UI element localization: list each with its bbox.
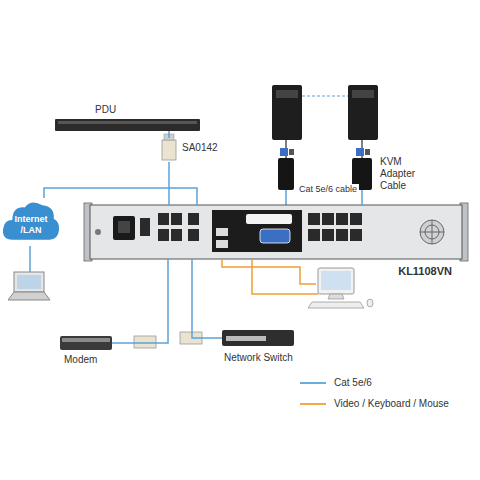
cable-label: Cat 5e/6 cable bbox=[297, 184, 359, 195]
device-label: Modem bbox=[64, 354, 97, 366]
kvm-switch: KL1108VN bbox=[90, 205, 462, 259]
cat-cable bbox=[361, 190, 363, 205]
kvm-chassis bbox=[90, 205, 462, 259]
pdu: PDU bbox=[55, 119, 200, 131]
usb-plug bbox=[365, 149, 370, 155]
mouse bbox=[367, 299, 373, 307]
rj45-port bbox=[350, 229, 362, 241]
cat-cable bbox=[192, 259, 222, 338]
rj45-port bbox=[158, 213, 169, 225]
console-wire bbox=[222, 259, 318, 294]
pdu-highlight bbox=[58, 121, 197, 124]
adapter-sa0142: SA0142 bbox=[162, 138, 176, 162]
laptop-base bbox=[8, 292, 50, 300]
rj45-ports bbox=[158, 213, 362, 241]
rj45-port bbox=[336, 213, 348, 225]
rj45-port bbox=[171, 229, 182, 241]
cat-cable bbox=[168, 131, 170, 138]
fan bbox=[420, 220, 444, 244]
monitor-stand bbox=[328, 294, 344, 299]
adapter-body bbox=[134, 336, 156, 348]
pdu-body bbox=[55, 119, 200, 131]
modem: Modem bbox=[60, 336, 112, 350]
laptop-display bbox=[17, 275, 41, 289]
monitor-screen bbox=[321, 271, 351, 290]
network-switch: Network Switch bbox=[222, 330, 294, 346]
usb-port bbox=[216, 228, 228, 236]
lan-wire bbox=[29, 246, 31, 272]
rj45-port bbox=[336, 229, 348, 241]
fan-grille bbox=[420, 220, 444, 244]
switch-front bbox=[226, 336, 266, 341]
rj45-port bbox=[322, 229, 334, 241]
computer-tower bbox=[272, 85, 302, 140]
device-label: SA0142 bbox=[182, 142, 218, 154]
modem-body bbox=[60, 336, 112, 350]
device-label: PDU bbox=[95, 104, 116, 116]
computer-tower bbox=[348, 85, 378, 140]
vga-plug bbox=[356, 148, 364, 156]
dvi-port bbox=[246, 214, 292, 224]
monitor bbox=[318, 268, 354, 294]
rj45-port bbox=[188, 213, 199, 225]
console-module bbox=[212, 210, 302, 252]
kvm-dongle bbox=[278, 158, 294, 190]
cloud-outline bbox=[3, 203, 59, 240]
cat-cable bbox=[44, 188, 197, 205]
switch-body bbox=[222, 330, 294, 346]
usb-plug bbox=[289, 149, 294, 155]
plug-cable bbox=[286, 140, 362, 158]
rj45-port bbox=[322, 213, 334, 225]
rj45-port bbox=[308, 229, 320, 241]
legend-text: Cat 5e/6 bbox=[334, 377, 372, 389]
rj45-port bbox=[171, 213, 182, 225]
power-socket bbox=[118, 221, 130, 233]
legend-line-sample bbox=[300, 403, 326, 405]
adapter-body bbox=[162, 140, 176, 160]
modem-top bbox=[62, 338, 110, 342]
laptop-screen bbox=[14, 272, 44, 292]
rj45-port bbox=[188, 229, 199, 241]
device-label: KVM Adapter Cable bbox=[380, 156, 430, 192]
dashed-link bbox=[302, 96, 348, 97]
rj45-port bbox=[350, 213, 362, 225]
keyboard bbox=[308, 302, 364, 308]
rj45-port bbox=[308, 213, 320, 225]
cat-cable bbox=[168, 162, 170, 205]
power-switch bbox=[140, 218, 150, 236]
internet-cloud: Internet /LAN bbox=[2, 198, 60, 246]
ground-screw bbox=[95, 229, 101, 235]
device-label: Network Switch bbox=[224, 352, 293, 364]
tower-bay bbox=[352, 90, 374, 98]
vga-port bbox=[260, 229, 290, 243]
device-label: KL1108VN bbox=[398, 265, 452, 278]
cat-cable bbox=[285, 190, 287, 205]
legend-line-sample bbox=[300, 382, 326, 384]
node-label: Internet /LAN bbox=[6, 214, 56, 236]
tower-bay bbox=[276, 90, 298, 98]
power-inlet bbox=[113, 216, 135, 240]
usb-port bbox=[216, 240, 228, 248]
legend-text: Video / Keyboard / Mouse bbox=[334, 398, 449, 410]
vga-plug bbox=[280, 148, 288, 156]
rj45-port bbox=[158, 229, 169, 241]
cat-cable bbox=[112, 259, 168, 343]
